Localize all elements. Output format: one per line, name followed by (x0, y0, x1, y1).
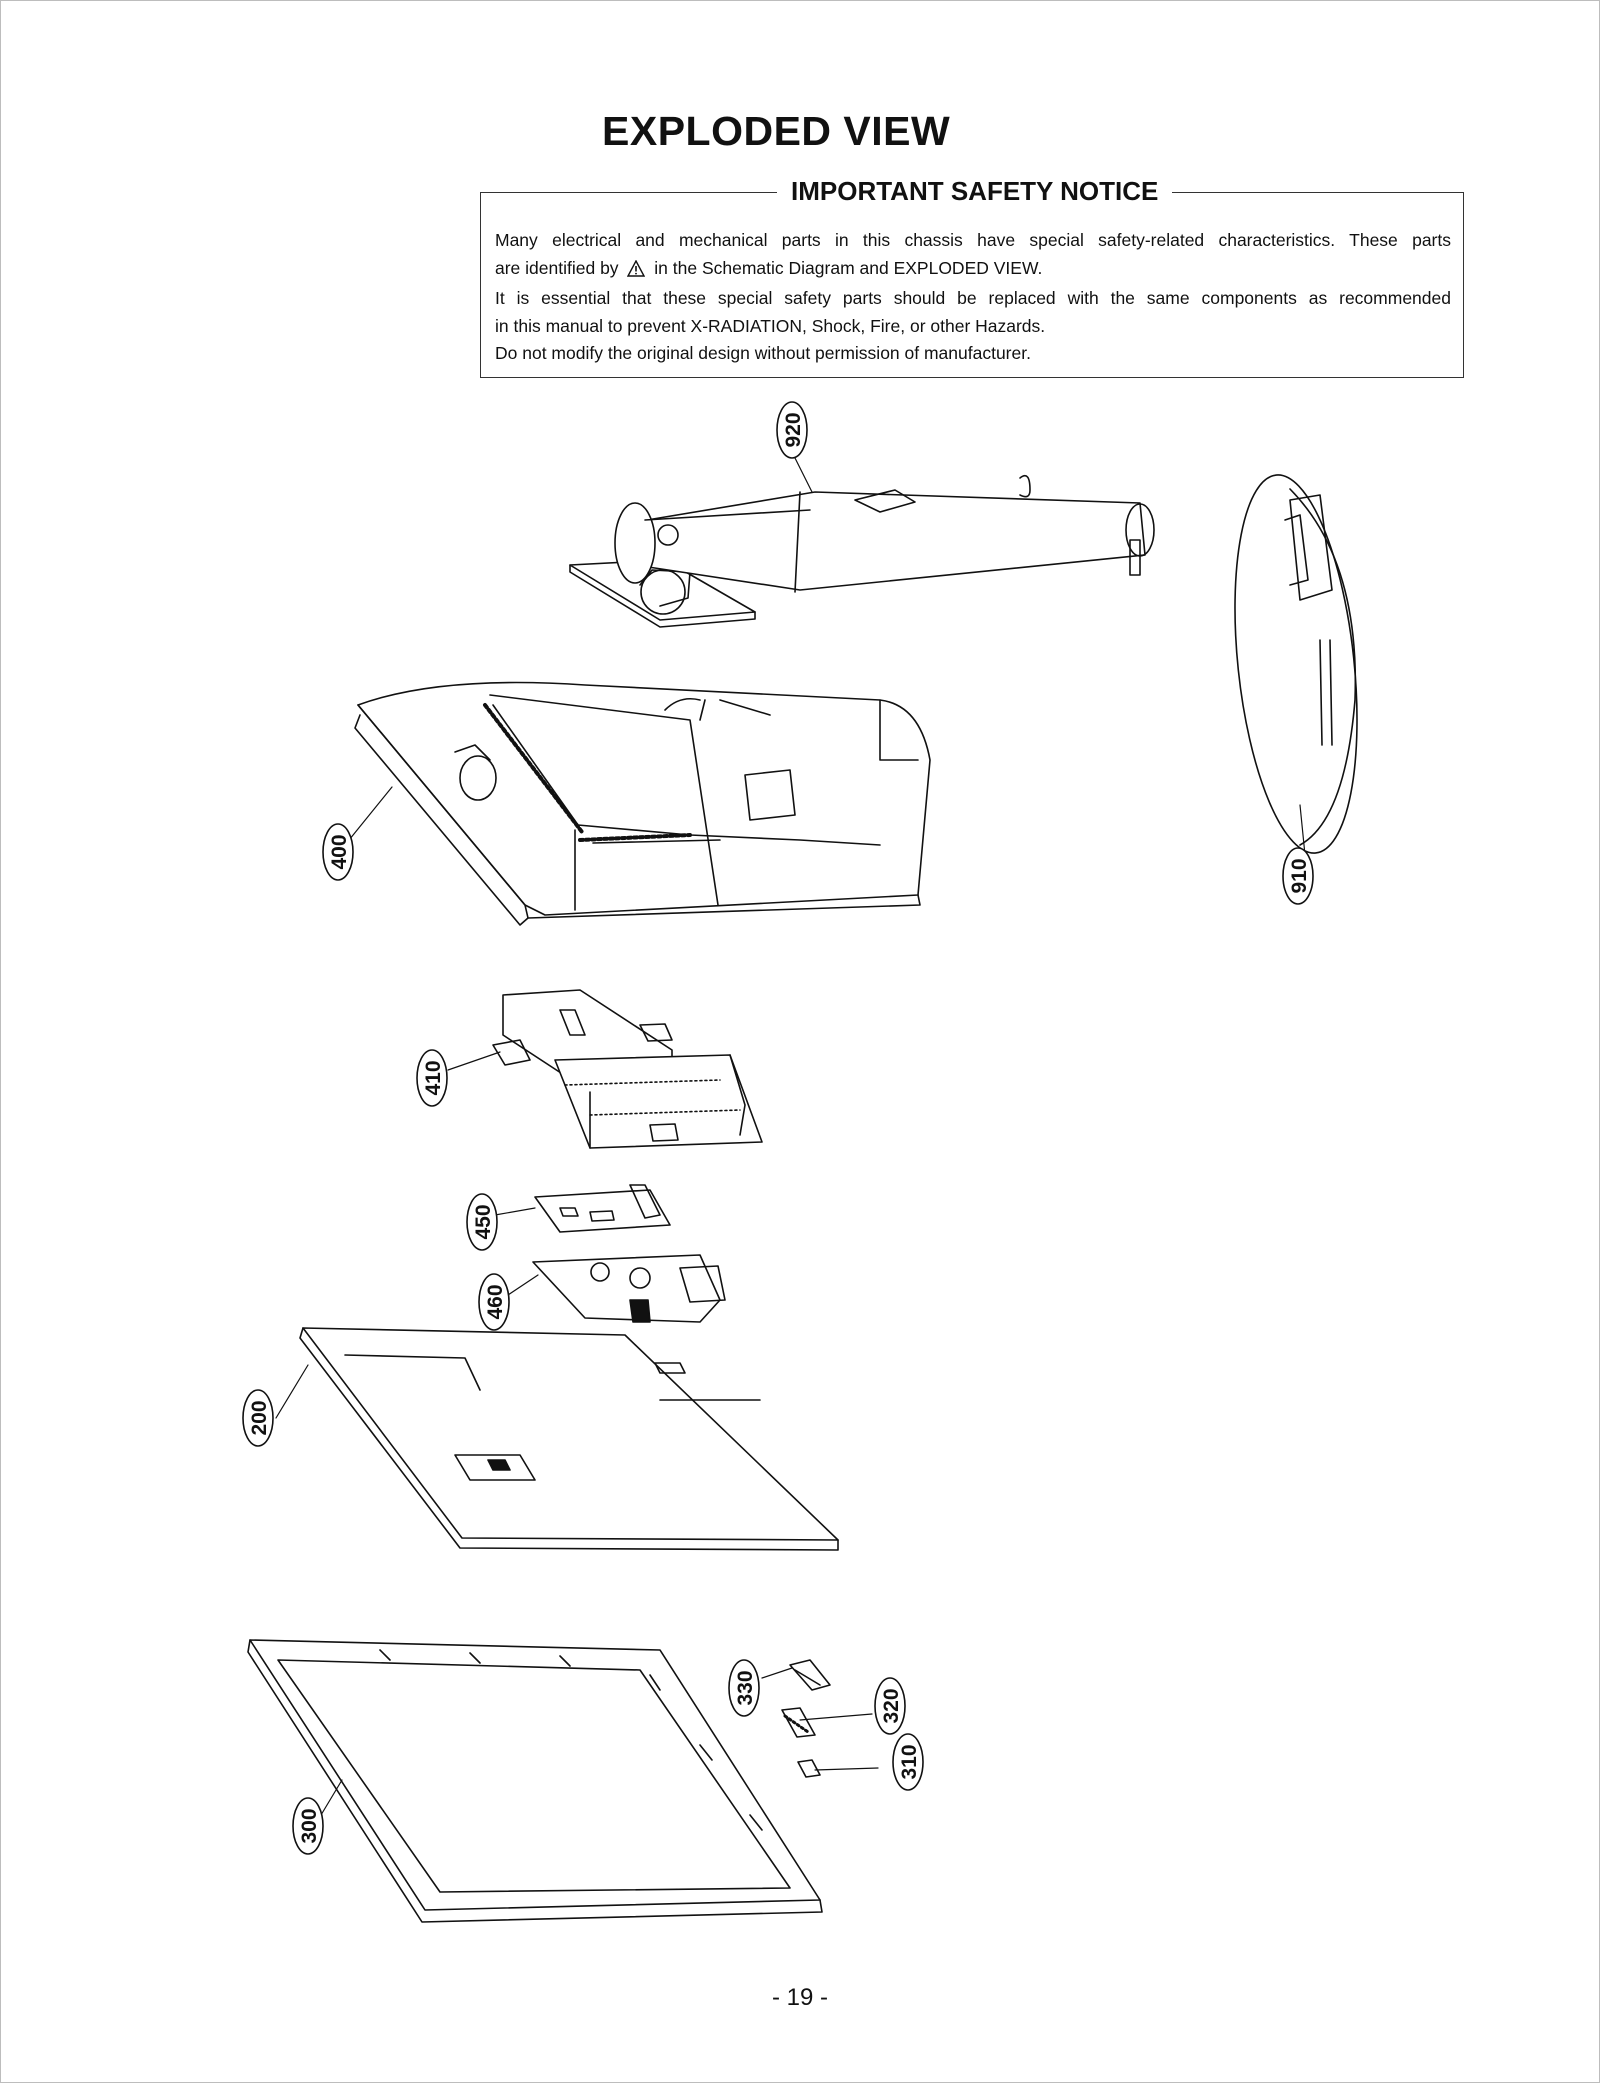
callout-310: 310 (892, 1733, 924, 1791)
safety-notice-heading: IMPORTANT SAFETY NOTICE (777, 176, 1173, 207)
notice-line-1: Many electrical and mechanical parts in … (495, 230, 1451, 250)
part-label-320: 320 (880, 1688, 903, 1723)
main-board-part (532, 1254, 726, 1323)
shield-part (492, 989, 763, 1149)
callout-460: 460 (478, 1273, 510, 1331)
part-label-300: 300 (298, 1808, 321, 1843)
callout-410: 410 (416, 1049, 448, 1107)
part-label-410: 410 (422, 1060, 445, 1095)
notice-line-2: are identified by in the Schematic Diagr… (495, 255, 1451, 286)
callout-450: 450 (466, 1193, 498, 1251)
part-label-330: 330 (734, 1670, 757, 1705)
callout-300: 300 (292, 1797, 324, 1855)
safety-notice-box: IMPORTANT SAFETY NOTICE Many electrical … (480, 176, 1464, 378)
button-part (781, 1707, 816, 1738)
part-label-910: 910 (1288, 858, 1311, 893)
stand-neck-part (569, 474, 1155, 628)
safety-notice-body: Many electrical and mechanical parts in … (495, 227, 1451, 368)
part-label-310: 310 (898, 1744, 921, 1779)
part-label-200: 200 (248, 1400, 271, 1435)
notice-line-2-end: in the Schematic Diagram and EXPLODED VI… (649, 257, 1043, 278)
notice-line-2-start: are identified by (495, 257, 624, 278)
front-bezel-part (247, 1639, 823, 1923)
control-board-part (534, 1184, 671, 1233)
back-cover-part (354, 681, 931, 926)
page-number: - 19 - (771, 1984, 828, 2011)
callout-910: 910 (1282, 847, 1314, 905)
notice-line-4: in this manual to prevent X-RADIATION, S… (495, 315, 1046, 336)
part-label-920: 920 (782, 412, 805, 447)
bracket-part (789, 1659, 831, 1691)
warning-triangle-icon (627, 258, 646, 286)
part-label-460: 460 (484, 1284, 507, 1319)
callout-920: 920 (776, 401, 808, 459)
part-label-450: 450 (472, 1204, 495, 1239)
stand-base-part (1234, 474, 1358, 854)
callout-320: 320 (874, 1677, 906, 1735)
page-title: EXPLODED VIEW (602, 108, 951, 154)
notice-line-5: Do not modify the original design withou… (495, 343, 1031, 363)
part-label-400: 400 (328, 834, 351, 869)
lcd-panel-part (299, 1327, 839, 1551)
notice-line-3: It is essential that these special safet… (495, 288, 1451, 308)
callout-330: 330 (728, 1659, 760, 1717)
callout-400: 400 (322, 823, 354, 881)
power-button-part (797, 1759, 821, 1778)
callout-200: 200 (242, 1389, 274, 1447)
